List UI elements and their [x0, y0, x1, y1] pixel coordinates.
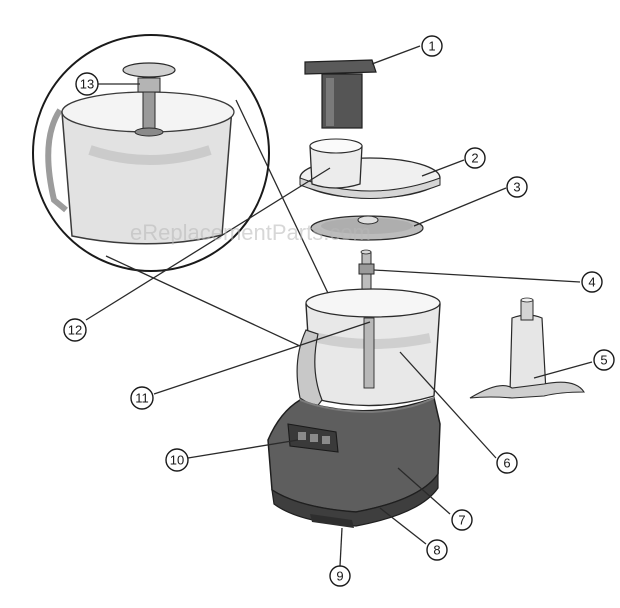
callout-8: 8 [426, 539, 448, 561]
callout-6: 6 [496, 452, 518, 474]
callout-10: 10 [165, 448, 189, 472]
callout-number: 13 [80, 77, 94, 92]
watermark-text: eReplacementParts.com [130, 220, 371, 245]
callout-number: 1 [428, 39, 435, 54]
callout-number: 3 [513, 180, 520, 195]
callout-number: 10 [170, 453, 184, 468]
callout-9: 9 [329, 565, 351, 587]
leader-lines [85, 45, 593, 567]
callout-13: 13 [75, 72, 99, 96]
pusher-part [304, 59, 377, 129]
callout-number: 6 [503, 456, 510, 471]
cover-part [299, 138, 441, 199]
callout-number: 11 [135, 391, 149, 406]
callout-2: 2 [464, 147, 486, 169]
callout-11: 11 [130, 386, 154, 410]
callout-3: 3 [506, 176, 528, 198]
callout-number: 4 [588, 275, 595, 290]
callout-4: 4 [581, 271, 603, 293]
motor-base-part [267, 397, 441, 528]
callout-number: 5 [600, 353, 607, 368]
callout-number: 7 [458, 513, 465, 528]
callout-number: 8 [433, 543, 440, 558]
chopping-blade-part [469, 297, 586, 399]
callout-number: 2 [471, 151, 478, 166]
work-bowl-part [296, 288, 441, 409]
callout-12: 12 [63, 318, 87, 342]
callout-1: 1 [421, 35, 443, 57]
callout-number: 12 [68, 323, 82, 338]
callout-7: 7 [451, 509, 473, 531]
callout-5: 5 [593, 349, 615, 371]
slicing-disc-part [310, 215, 424, 241]
callout-number: 9 [336, 569, 343, 584]
